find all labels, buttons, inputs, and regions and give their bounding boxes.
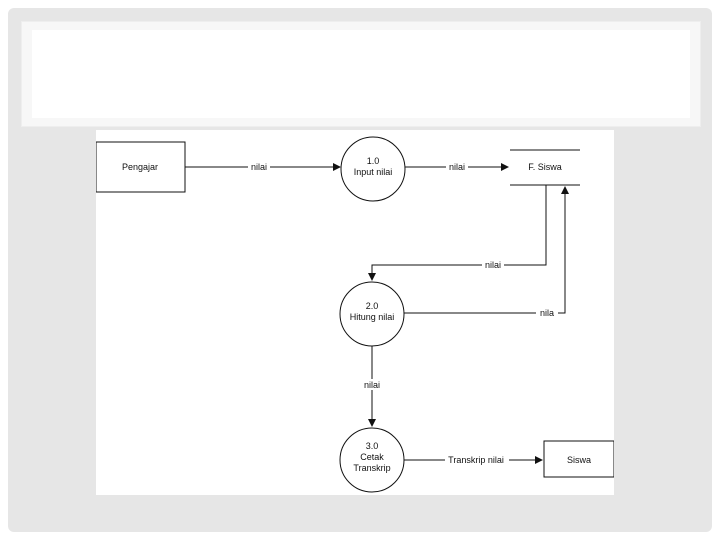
flow-label-bg [536, 307, 558, 318]
entity-pengajar [95, 141, 186, 193]
process-1-name: Input nilai [354, 167, 393, 177]
entity-siswa-label: Siswa [567, 455, 591, 465]
process-3-number: 3.0 [366, 441, 379, 451]
flow-label-store-to-hitung: nilai [485, 260, 501, 270]
flow-label-bg [248, 161, 270, 172]
flow-label-input-to-store: nilai [449, 162, 465, 172]
process-3-name-line2: Transkrip [353, 463, 390, 473]
flow-label-hitung-to-cetak: nilai [364, 380, 380, 390]
flow-label-pengajar-to-input: nilai [251, 162, 267, 172]
flow-label-bg [446, 161, 468, 172]
datastore-f-siswa-label: F. Siswa [528, 162, 562, 172]
dfd-diagram: Pengajar 1.0 Input nilai F. Siswa 2.0 Hi… [95, 136, 615, 493]
flow-label-cetak-to-siswa: Transkrip nilai [448, 455, 504, 465]
dfd-canvas: Pengajar 1.0 Input nilai F. Siswa 2.0 Hi… [95, 130, 615, 495]
process-2-name: Hitung nilai [350, 312, 395, 322]
flow-label-bg [445, 454, 509, 465]
flow-store-to-hitung [368, 185, 547, 281]
title-band [21, 21, 701, 127]
process-3-name-line1: Cetak [360, 452, 384, 462]
process-1-number: 1.0 [367, 156, 380, 166]
flow-label-hitung-to-store: nila [540, 308, 554, 318]
entity-pengajar-label: Pengajar [122, 162, 158, 172]
process-2-number: 2.0 [366, 301, 379, 311]
flow-hitung-to-store [404, 186, 569, 314]
flow-label-bg [360, 379, 384, 390]
flow-label-bg [482, 259, 504, 270]
process-input-nilai [340, 136, 406, 202]
title-area [32, 30, 690, 118]
